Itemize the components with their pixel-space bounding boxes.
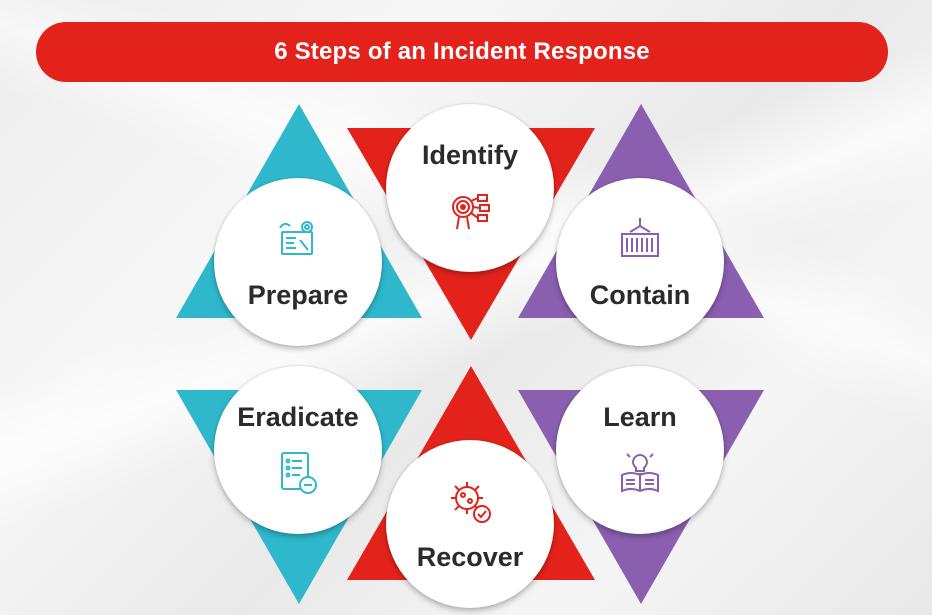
step-contain: Contain — [556, 178, 724, 346]
virus-check-icon — [451, 481, 491, 523]
step-label-learn: Learn — [603, 401, 677, 432]
cargo-container-icon — [621, 217, 659, 257]
step-eradicate: Eradicate — [214, 366, 382, 534]
planning-board-icon — [279, 220, 313, 255]
step-label-identify: Identify — [421, 139, 518, 170]
lightbulb-book-icon — [621, 452, 659, 493]
step-label-eradicate: Eradicate — [237, 401, 359, 432]
step-learn: Learn — [556, 366, 724, 534]
step-recover: Recover — [386, 440, 554, 608]
step-label-recover: Recover — [416, 541, 524, 572]
step-label-contain: Contain — [589, 279, 691, 310]
target-network-icon — [452, 193, 490, 229]
step-prepare: Prepare — [214, 178, 382, 346]
step-identify: Identify — [386, 104, 554, 272]
page-title: 6 Steps of an Incident Response — [274, 38, 650, 65]
checklist-remove-icon — [281, 451, 317, 494]
title-banner: 6 Steps of an Incident Response — [36, 22, 888, 82]
step-label-prepare: Prepare — [247, 279, 349, 310]
